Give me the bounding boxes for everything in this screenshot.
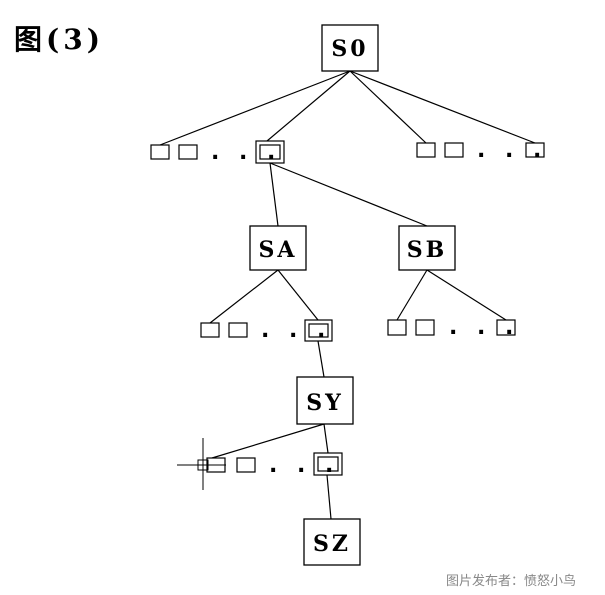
ellipsis-l2a: . . . xyxy=(261,318,331,343)
node-s0-box xyxy=(321,24,379,72)
edge-l1-sb xyxy=(269,162,428,227)
node-s0-label: S0 xyxy=(331,36,368,62)
node-sb-label: SB xyxy=(407,237,447,263)
edge-sb-right xyxy=(426,269,507,321)
edge-l2-sy xyxy=(317,340,325,378)
crosshair-cursor-icon xyxy=(177,438,226,490)
child-l3-selected-inner xyxy=(317,456,339,472)
edge-l1-sa xyxy=(269,162,279,227)
ellipsis-l2b: . . . xyxy=(449,315,519,340)
node-sz-label: SZ xyxy=(313,531,351,557)
child-l1-right-1 xyxy=(416,142,436,158)
edge-sy-selected xyxy=(323,423,329,454)
child-l3-2 xyxy=(236,457,256,473)
child-l1-left-2 xyxy=(178,144,198,160)
child-l1-left-1 xyxy=(150,144,170,160)
edge-s0-right-last xyxy=(349,70,536,144)
edge-sy-left xyxy=(211,423,325,459)
edge-s0-right-1 xyxy=(349,70,427,144)
child-l1-selected-inner xyxy=(259,144,281,160)
child-l2b-2 xyxy=(415,319,435,336)
child-l2a-1 xyxy=(200,322,220,338)
edge-l3-sz xyxy=(326,474,332,520)
child-l2a-selected-inner xyxy=(308,323,329,338)
node-sa-box xyxy=(249,225,307,271)
node-sb-box xyxy=(398,225,456,271)
child-l2a-2 xyxy=(228,322,248,338)
child-l2b-last xyxy=(496,319,516,336)
child-l2b-1 xyxy=(387,319,407,336)
ellipsis-l3: . . . xyxy=(269,453,339,478)
watermark: 图片发布者：愤怒小鸟 xyxy=(446,574,577,589)
node-sy-box xyxy=(296,376,354,425)
edge-sa-left xyxy=(209,269,279,324)
ellipsis-l1-right: . . . xyxy=(477,138,547,163)
node-sz-box xyxy=(303,518,361,566)
edge-s0-left-1 xyxy=(159,70,351,146)
edge-s0-left-selected xyxy=(266,70,351,142)
child-l1-right-2 xyxy=(444,142,464,158)
edge-sb-left xyxy=(396,269,428,321)
ellipsis-l1-left: . . . xyxy=(211,140,281,165)
edge-sa-selected xyxy=(277,269,319,321)
figure-title: 图(3) xyxy=(14,23,104,56)
node-sy-label: SY xyxy=(306,390,344,416)
node-sa-label: SA xyxy=(259,237,298,263)
child-l1-right-last xyxy=(525,142,545,158)
